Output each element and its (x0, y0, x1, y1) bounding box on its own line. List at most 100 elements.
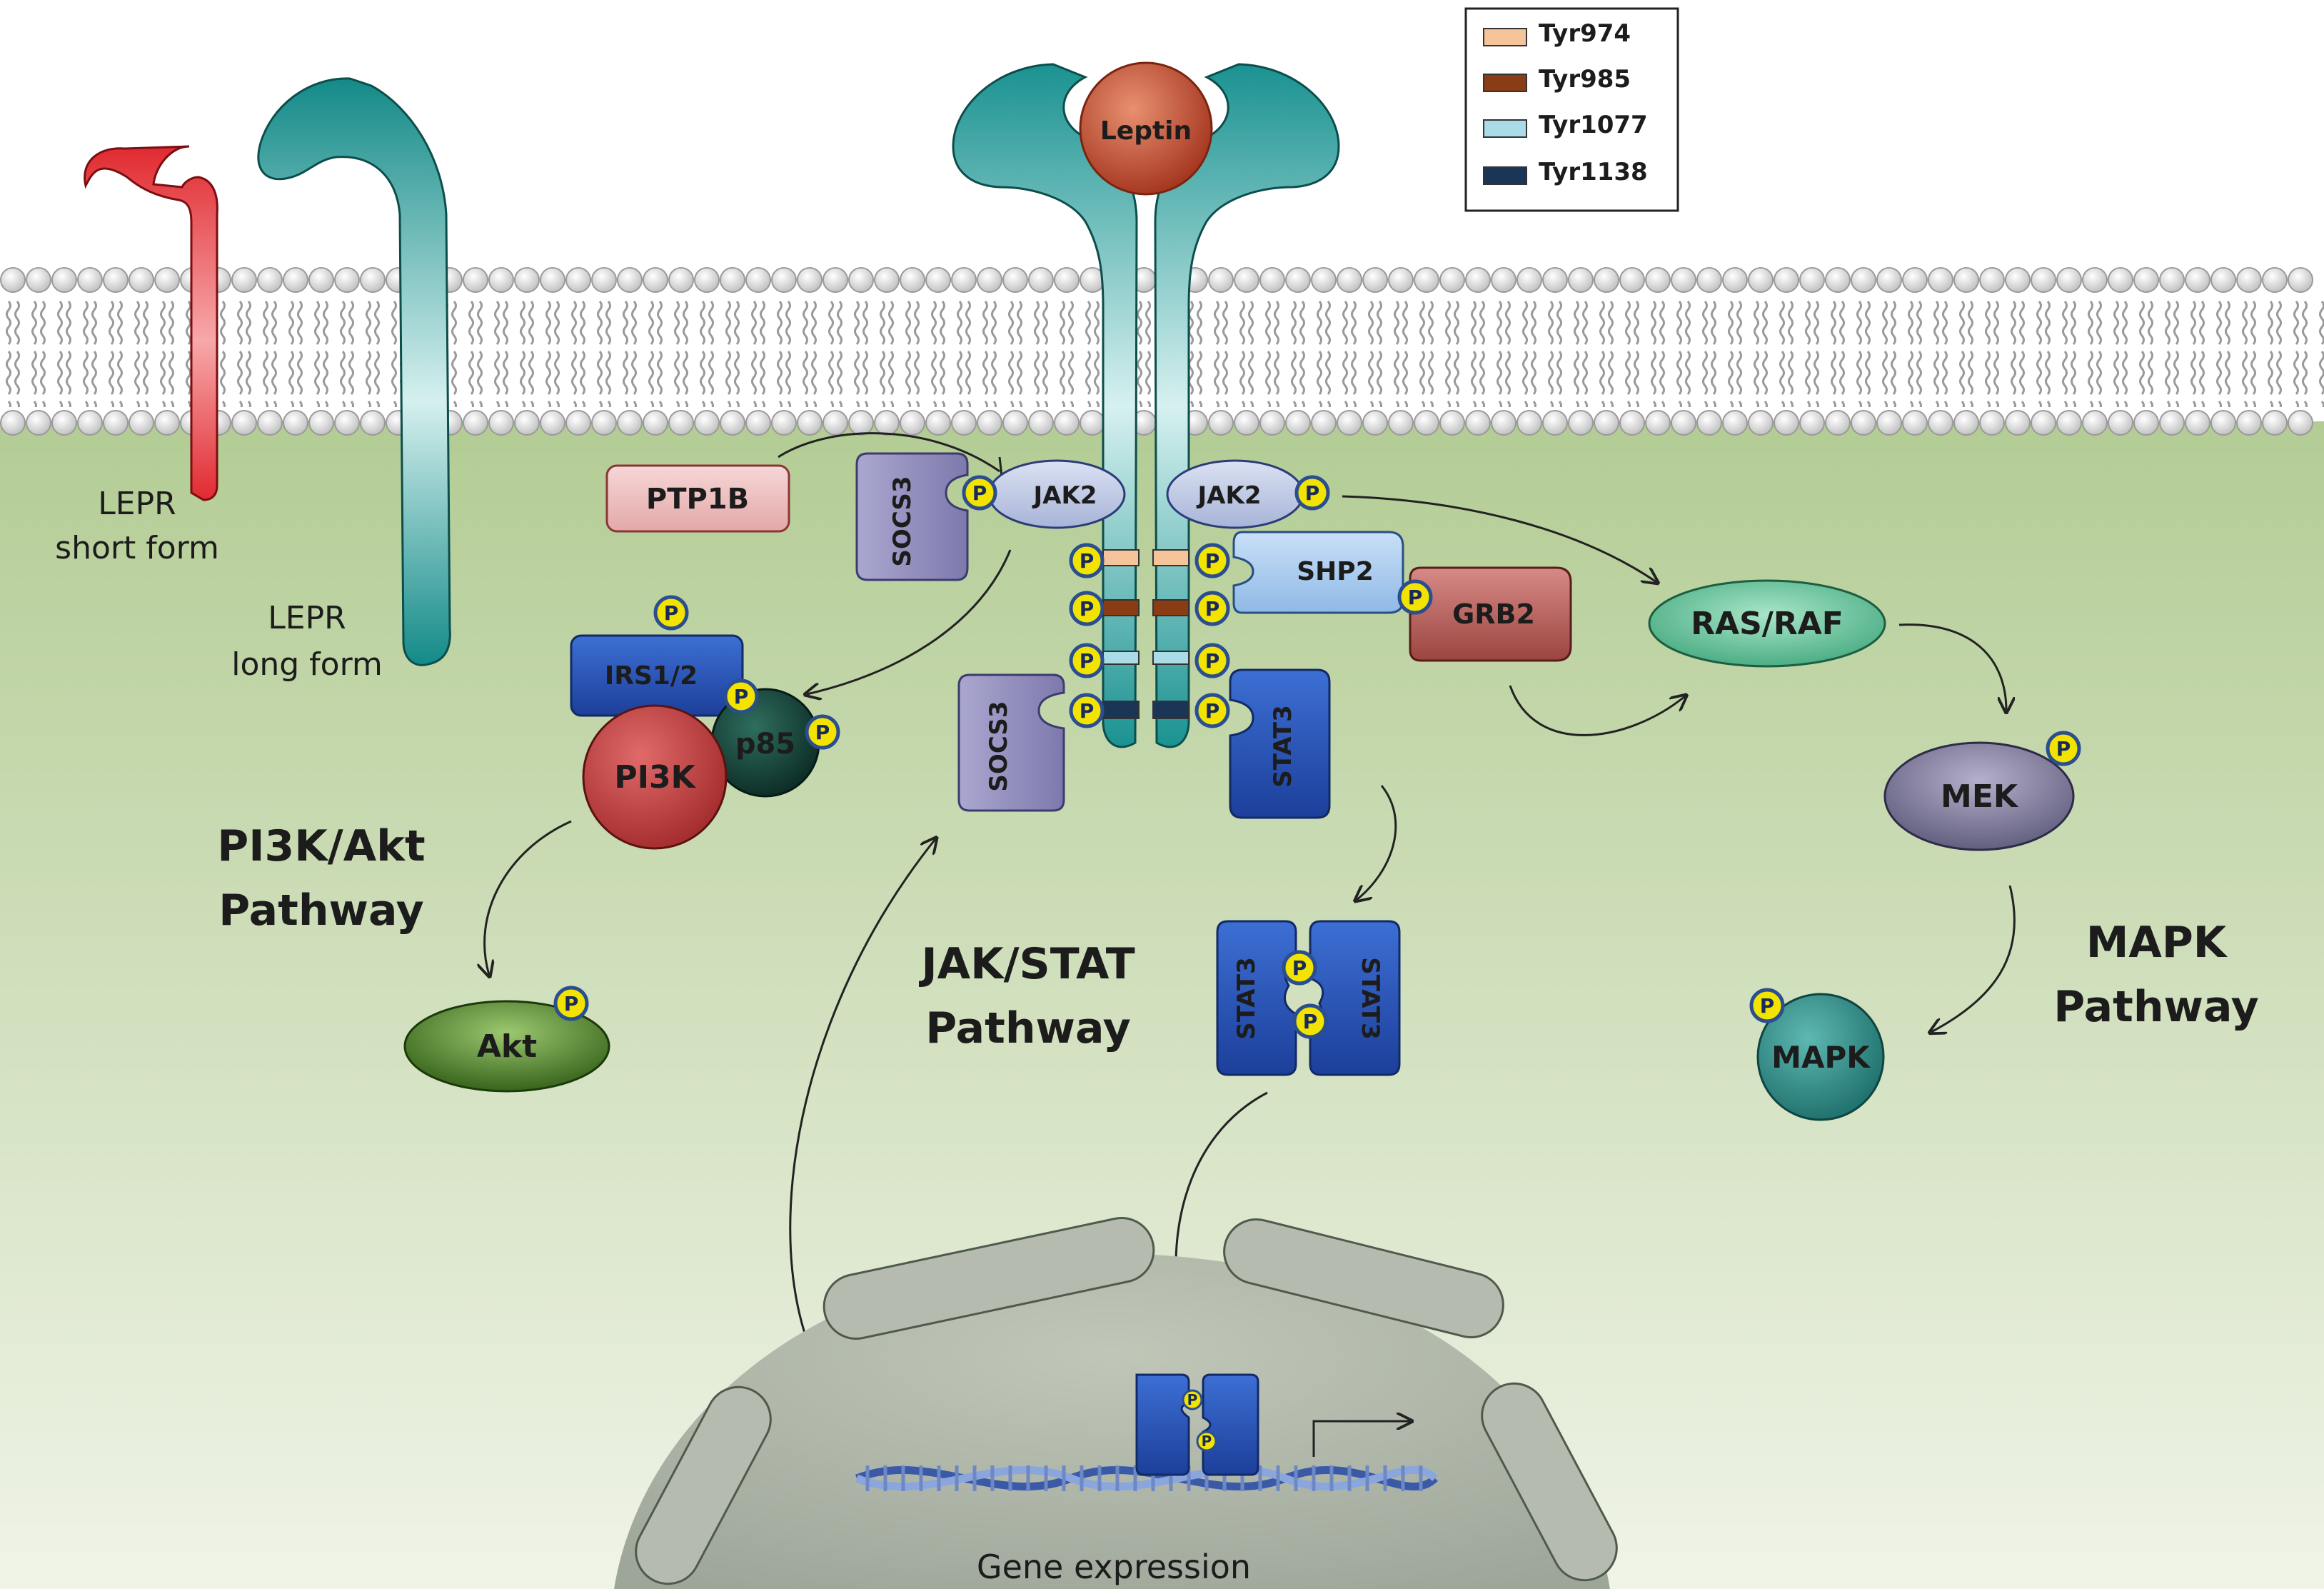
lipid-head (1979, 267, 2005, 293)
lipid-head (1414, 410, 1439, 436)
lipid-head (0, 267, 26, 293)
phospho-label: P (1303, 1010, 1318, 1033)
lipid-head (2082, 410, 2108, 436)
lipid-head (1542, 410, 1568, 436)
lepr-long-form (257, 77, 451, 666)
legend-label-tyr1138: Tyr1138 (1539, 158, 1648, 186)
lipid-head (1979, 410, 2005, 436)
jak2-right-label: JAK2 (1197, 481, 1262, 510)
socs3-top-protein: SOCS3 (855, 452, 969, 581)
lipid-head (514, 410, 540, 436)
lipid-head (874, 410, 900, 436)
lipid-head (2005, 410, 2031, 436)
mapk-pathway-label-2: Pathway (2053, 982, 2258, 1032)
ras-raf-label: RAS/RAF (1691, 606, 1843, 642)
lipid-head (2133, 410, 2159, 436)
gene-expression-label: Gene expression (977, 1548, 1251, 1586)
phospho-receptor-tyr1138-left-badge: P (1069, 693, 1105, 728)
lipid-head (1388, 410, 1414, 436)
phospho-label: P (734, 685, 749, 708)
jak2-left-label: JAK2 (1032, 481, 1097, 510)
phospho-receptor-tyr1077-right-badge: P (1194, 643, 1230, 678)
lipid-head (51, 410, 77, 436)
lipid-head (1002, 267, 1028, 293)
lipid-head (2159, 410, 2185, 436)
phospho-label: P (1205, 549, 1220, 573)
grb2-protein: GRB2 (1409, 566, 1572, 662)
phospho-receptor-tyr1077-left-badge: P (1069, 643, 1105, 678)
mek-label: MEK (1941, 778, 2019, 815)
lipid-head (643, 267, 668, 293)
lipid-head (1953, 267, 1979, 293)
lipid-head (1516, 410, 1542, 436)
lipid-head (488, 267, 514, 293)
lipid-head (1799, 410, 1825, 436)
akt-protein: Akt (403, 1000, 610, 1093)
tyrosine-bands (1102, 549, 1189, 719)
phospho-akt-badge: P (553, 986, 589, 1021)
legend-swatch-tyr974 (1483, 28, 1527, 46)
pi3k-pathway-label-2: Pathway (218, 886, 423, 936)
irs-label: IRS1/2 (605, 661, 698, 691)
lipid-head (488, 410, 514, 436)
lipid-head (1028, 410, 1054, 436)
legend-swatch-tyr1077 (1483, 119, 1527, 138)
lipid-head (591, 410, 617, 436)
lipid-head (2210, 410, 2236, 436)
lipid-head (2210, 267, 2236, 293)
legend-label-tyr1077: Tyr1077 (1539, 111, 1648, 139)
lipid-head (2262, 410, 2288, 436)
stat3-protein: STAT3 (1229, 668, 1331, 819)
lipid-head (771, 410, 797, 436)
lipid-head (154, 267, 180, 293)
lipid-head (51, 267, 77, 293)
legend-swatch-tyr985 (1483, 74, 1527, 92)
phospho-label: P (815, 721, 830, 744)
lipid-head (334, 410, 360, 436)
p85-protein: p85 (710, 688, 820, 798)
phospho-label: P (1187, 1391, 1198, 1408)
phospho-label: P (1080, 549, 1095, 573)
lipid-head (1825, 410, 1851, 436)
lipid-head (1337, 267, 1362, 293)
lipid-head (1002, 410, 1028, 436)
lipid-head (540, 410, 565, 436)
phospho-jak2-left-badge: P (962, 475, 997, 511)
stat3-dimer-left-label: STAT3 (1232, 957, 1261, 1040)
jak2-right-protein: JAK2 (1166, 459, 1304, 529)
mapk-protein: MAPK (1756, 993, 1885, 1121)
phospho-stat3-dimer-top-badge: P (1282, 950, 1317, 986)
lipid-head (1645, 267, 1671, 293)
lipid-head (257, 410, 283, 436)
lipid-head (925, 267, 951, 293)
phospho-receptor-tyr985-left-badge: P (1069, 591, 1105, 626)
lipid-head (463, 410, 488, 436)
phospho-label: P (1080, 699, 1095, 723)
lipid-head (900, 267, 925, 293)
pi3k-protein: PI3K (582, 704, 728, 850)
lipid-head (2082, 267, 2108, 293)
lipid-head (1799, 267, 1825, 293)
phospho-receptor-tyr1138-right-badge: P (1194, 693, 1230, 728)
lipid-head (1696, 410, 1722, 436)
lipid-head (2288, 267, 2313, 293)
legend-label-tyr985: Tyr985 (1539, 65, 1631, 94)
ptp1b-protein: PTP1B (605, 464, 790, 533)
lipid-head (2236, 267, 2262, 293)
lipid-head (823, 410, 848, 436)
phospho-bound-dimer-top-badge: P (1182, 1389, 1203, 1410)
phospho-label: P (972, 481, 987, 505)
lipid-head (2185, 267, 2210, 293)
lipid-head (1671, 410, 1696, 436)
phospho-label: P (1080, 597, 1095, 621)
lipid-head (2236, 410, 2262, 436)
lipid-head (617, 410, 643, 436)
lipid-head (103, 410, 129, 436)
p85-label: p85 (735, 728, 795, 761)
lipid-head (360, 410, 386, 436)
lipid-head (1028, 267, 1054, 293)
lipid-head (1594, 267, 1619, 293)
lipid-head (1594, 410, 1619, 436)
legend-label-tyr974: Tyr974 (1539, 19, 1631, 48)
